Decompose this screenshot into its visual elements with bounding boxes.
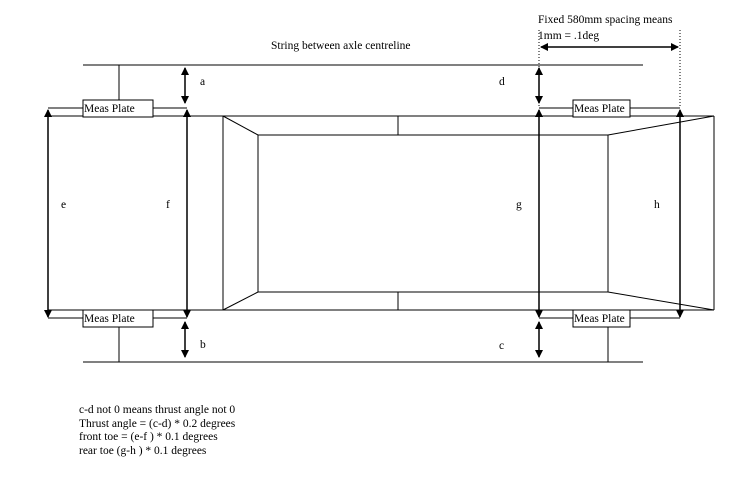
note-line: c-d not 0 means thrust angle not 0 [79, 404, 236, 416]
spacing-note-2: 1mm = .1deg [538, 30, 599, 42]
car-body [48, 115, 715, 311]
note-line: front toe = (e-f ) * 0.1 degrees [79, 431, 218, 443]
spacing-note-1: Fixed 580mm spacing means [538, 14, 673, 26]
plate-label: Meas Plate [574, 313, 625, 325]
diagram-title: String between axle centreline [271, 40, 411, 52]
label-h: h [654, 199, 660, 211]
plate-label: Meas Plate [574, 103, 625, 115]
meas-plate-top-left [82, 99, 154, 118]
label-d: d [499, 76, 505, 88]
meas-plate-top-right [572, 99, 631, 118]
plate-label: Meas Plate [84, 313, 135, 325]
note-line: rear toe (g-h ) * 0.1 degrees [79, 444, 207, 457]
label-c: c [499, 340, 504, 352]
label-b: b [200, 339, 206, 351]
label-g: g [516, 199, 522, 211]
meas-plate-bottom-right [572, 309, 631, 328]
meas-plate-bottom-left [82, 309, 154, 328]
notes: c-d not 0 means thrust angle not 0 Thrus… [79, 404, 235, 458]
label-f: f [166, 199, 170, 211]
label-a: a [200, 76, 205, 88]
plate-label: Meas Plate [84, 103, 135, 115]
note-line: Thrust angle = (c-d) * 0.2 degrees [79, 417, 236, 430]
label-e: e [61, 199, 66, 211]
